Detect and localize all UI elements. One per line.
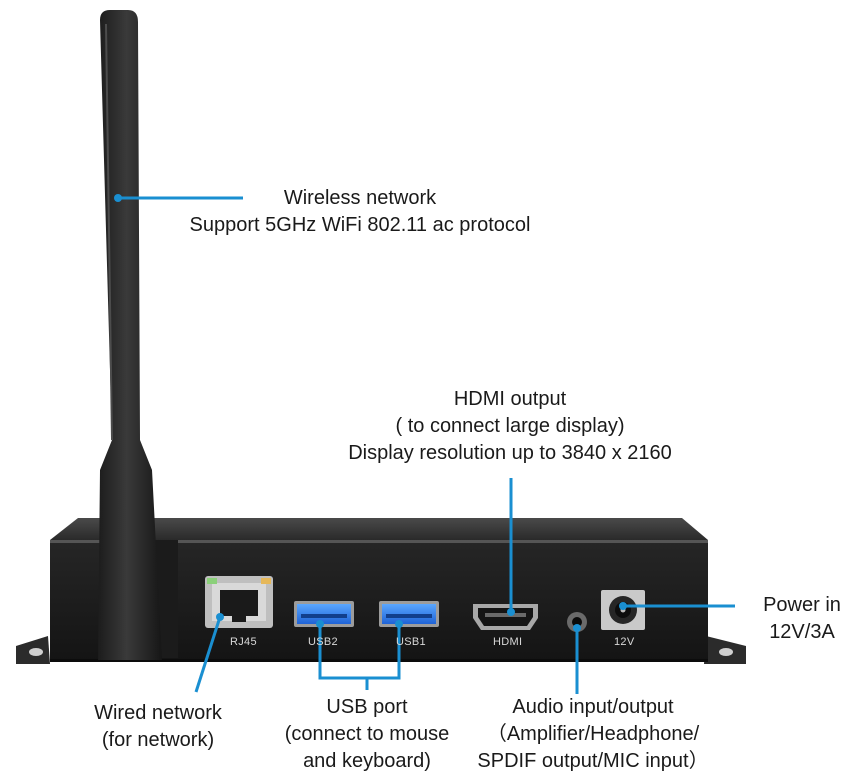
usb1-port-label: USB1	[396, 636, 426, 648]
power-in-title: Power in	[763, 594, 841, 616]
wireless-network-detail: Support 5GHz WiFi 802.11 ac protocol	[189, 214, 531, 236]
wireless-network-label: Wireless network Support 5GHz WiFi 802.1…	[150, 185, 570, 239]
audio-jack	[567, 612, 587, 632]
left-mounting-bracket	[16, 636, 50, 664]
antenna	[98, 10, 162, 660]
audio-io-detail-2: SPDIF output/MIC input）	[477, 750, 709, 772]
hdmi-port	[473, 604, 538, 630]
rj45-port	[205, 576, 273, 628]
callout-lines	[118, 196, 735, 694]
usb-port-label: USB port (connect to mouse and keyboard)	[252, 694, 482, 775]
usb-port-detail-1: (connect to mouse	[284, 723, 450, 745]
callout-dots	[114, 194, 627, 632]
wired-network-detail: (for network)	[101, 729, 215, 751]
right-mounting-bracket	[704, 636, 746, 664]
rj45-port-label: RJ45	[230, 636, 257, 648]
hdmi-output-title: HDMI output	[453, 388, 567, 410]
power-in-detail: 12V/3A	[769, 621, 835, 643]
usb2-port-label: USB2	[308, 636, 338, 648]
audio-io-label: Audio input/output （Amplifier/Headphone/…	[458, 694, 728, 775]
usb-port-title: USB port	[326, 696, 408, 718]
hdmi-output-label: HDMI output ( to connect large display) …	[300, 386, 720, 467]
hdmi-port-label: HDMI	[493, 636, 523, 648]
wired-network-title: Wired network	[94, 702, 222, 724]
audio-io-detail-1: （Amplifier/Headphone/	[486, 723, 700, 745]
audio-io-title: Audio input/output	[512, 696, 674, 718]
hdmi-output-resolution: Display resolution up to 3840 x 2160	[348, 442, 672, 464]
wired-network-label: Wired network (for network)	[70, 700, 246, 754]
usb-port-detail-2: and keyboard)	[303, 750, 431, 772]
usb2-port	[294, 601, 354, 627]
wired-callout-line	[194, 616, 222, 693]
hdmi-output-subtitle: ( to connect large display)	[395, 415, 625, 437]
usb1-port	[379, 601, 439, 627]
power-port-label: 12V	[614, 636, 635, 648]
usb-callout-bracket	[318, 624, 401, 680]
power-in-label: Power in 12V/3A	[743, 592, 861, 646]
wireless-network-title: Wireless network	[283, 187, 437, 209]
